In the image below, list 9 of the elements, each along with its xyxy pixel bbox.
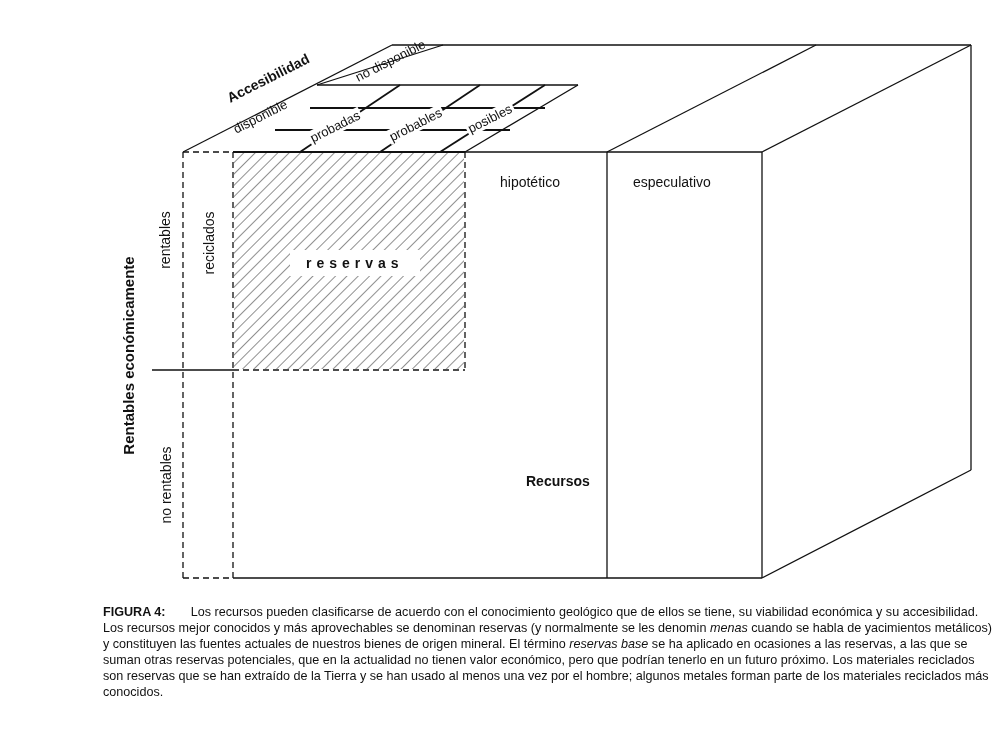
category-label: rentables <box>157 211 172 269</box>
category-label: no rentables <box>158 446 173 524</box>
axis-label: Rentables económicamente <box>120 255 136 455</box>
region-label: reservas <box>306 256 404 270</box>
region-label: hipotético <box>500 175 560 189</box>
region-label: especulativo <box>633 175 711 189</box>
region-label: Recursos <box>526 474 590 488</box>
figure-caption: FIGURA 4: Los recursos pueden clasificarse de acuerdo con el conocimiento geológico que de ellos se tiene, su viabilidad económica y su accesibilidad. Los recursos mejor conocidos y más aprovechables se denominan reservas (y normalmente se les denomin menas cuando se habla de yacimientos metálicos) y constituyen las fuentes actuales de nuestros bienes de origen mineral. El término reservas base se ha aplicado en ocasiones a las reservas, a las que se suman otras reservas potenciales, que en la actualidad no tienen valor económico, pero que podrían tenerlo en un futuro próximo. Los materiales reciclados son reservas que se han extraído de la Tierra y se han usado al menos una vez por el hombre; algunos metales forman parte de los materiales reciclados más conocidos. <box>103 604 993 700</box>
category-label: reciclados <box>201 211 215 275</box>
